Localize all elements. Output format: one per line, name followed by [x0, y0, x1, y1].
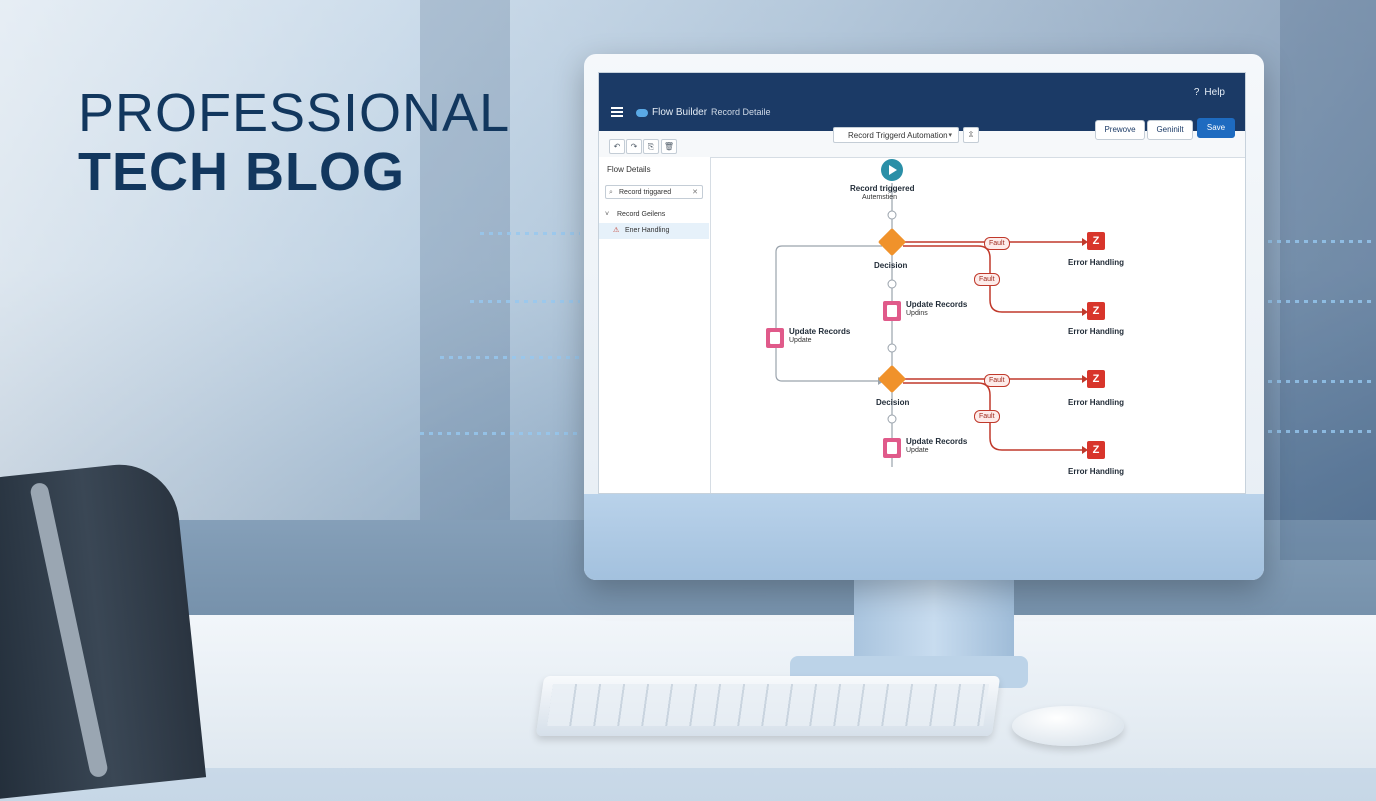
update-records-title: Update Records	[789, 327, 851, 336]
app-title: Flow Builder	[652, 107, 708, 118]
help-label: Help	[1204, 87, 1225, 98]
fault-badge: Fault	[974, 410, 1000, 423]
start-play-icon[interactable]	[881, 159, 903, 181]
redo-icon[interactable]: ↷	[626, 139, 642, 154]
error-icon: ⚠	[613, 227, 620, 234]
fault-badge: Fault	[984, 374, 1010, 387]
headline: PROFESSIONAL TECH BLOG	[78, 84, 510, 202]
sidebar-search-input[interactable]: ⌕ Record triggared ✕	[605, 185, 703, 199]
decision-label: Decision	[876, 398, 910, 407]
error-handler-icon[interactable]: Z	[1087, 302, 1105, 320]
hamburger-menu-icon[interactable]	[611, 107, 623, 117]
background-data-streak	[480, 232, 580, 235]
record-title: Record Detaile	[711, 107, 771, 117]
help-link[interactable]: ? Help	[1194, 87, 1225, 98]
background-data-streak	[440, 356, 580, 359]
error-handler-icon[interactable]: Z	[1087, 441, 1105, 459]
preview-button[interactable]: Prewove	[1095, 120, 1145, 140]
sidebar-item-label: Ener Handling	[625, 227, 670, 234]
background-pillar	[1280, 0, 1376, 560]
flow-select-dropdown[interactable]: Record Triggerd Automation ▾	[833, 127, 959, 143]
error-handler-icon[interactable]: Z	[1087, 232, 1105, 250]
background-data-streak	[1268, 380, 1376, 383]
update-records-sub: Update	[906, 447, 929, 454]
generate-button[interactable]: Geninilt	[1147, 120, 1193, 140]
update-records-title: Update Records	[906, 437, 968, 446]
delete-icon[interactable]: 🗑	[661, 139, 677, 154]
search-value: Record triggared	[619, 189, 672, 196]
background-data-streak	[1268, 430, 1376, 433]
fault-badge: Fault	[984, 237, 1010, 250]
update-records-sub: Updins	[906, 310, 928, 317]
cloud-logo-icon	[636, 109, 648, 117]
update-records-title: Update Records	[906, 300, 968, 309]
sidebar-item-error-handling[interactable]: ⚠ Ener Handling	[599, 223, 709, 239]
monitor-stand	[854, 566, 1014, 666]
error-handler-icon[interactable]: Z	[1087, 370, 1105, 388]
background-data-streak	[1268, 240, 1376, 243]
background-data-streak	[1268, 300, 1376, 303]
headline-line-1: PROFESSIONAL	[78, 83, 511, 143]
background-pillar	[420, 0, 510, 520]
background-data-streak	[420, 432, 580, 435]
undo-icon[interactable]: ↶	[609, 139, 625, 154]
flow-builder-screen: Flow Builder Record Detaile ?Help ↶ ↷ ⎘ …	[598, 72, 1246, 494]
copy-icon[interactable]: ⎘	[643, 139, 659, 154]
update-records-icon[interactable]	[766, 328, 784, 348]
chevron-down-icon: ▾	[948, 132, 952, 139]
flow-connectors	[775, 183, 1088, 467]
fault-badge: Fault	[974, 273, 1000, 286]
monitor-chin	[584, 494, 1264, 580]
error-handling-label: Error Handling	[1068, 398, 1125, 407]
sidebar-item-record-details[interactable]: ˅ Record Geilens	[599, 207, 709, 223]
update-records-icon[interactable]	[883, 438, 901, 458]
chevron-down-icon: ˅	[605, 211, 610, 218]
headline-line-2: TECH BLOG	[78, 142, 405, 202]
help-icon: ?	[1193, 87, 1200, 98]
decision-label: Decision	[874, 261, 908, 270]
mouse	[1012, 706, 1124, 746]
clear-icon[interactable]: ✕	[692, 189, 698, 196]
flow-select-value: Record Triggerd Automation	[848, 131, 948, 140]
start-node-label: Record triggered	[850, 184, 915, 193]
update-records-sub: Update	[789, 337, 812, 344]
sidebar-title: Flow Details	[607, 165, 651, 174]
sidebar: Flow Details ⌕ Record triggared ✕ ˅ Reco…	[599, 157, 711, 493]
search-icon: ⌕	[609, 189, 613, 196]
flow-canvas[interactable]: Record triggered Autemstien Decision Upd…	[710, 157, 1245, 493]
keyboard-keys	[547, 684, 990, 726]
start-node-sub: Autemstien	[862, 194, 898, 201]
update-records-icon[interactable]	[883, 301, 901, 321]
background-data-streak	[470, 300, 580, 303]
upload-icon[interactable]: ⇫	[963, 127, 979, 143]
error-handling-label: Error Handling	[1068, 467, 1125, 476]
sidebar-item-label: Record Geilens	[617, 211, 666, 218]
keyboard	[535, 676, 1001, 736]
error-handling-label: Error Handling	[1068, 258, 1125, 267]
error-handling-label: Error Handling	[1068, 327, 1125, 336]
save-button[interactable]: Save	[1197, 118, 1235, 138]
